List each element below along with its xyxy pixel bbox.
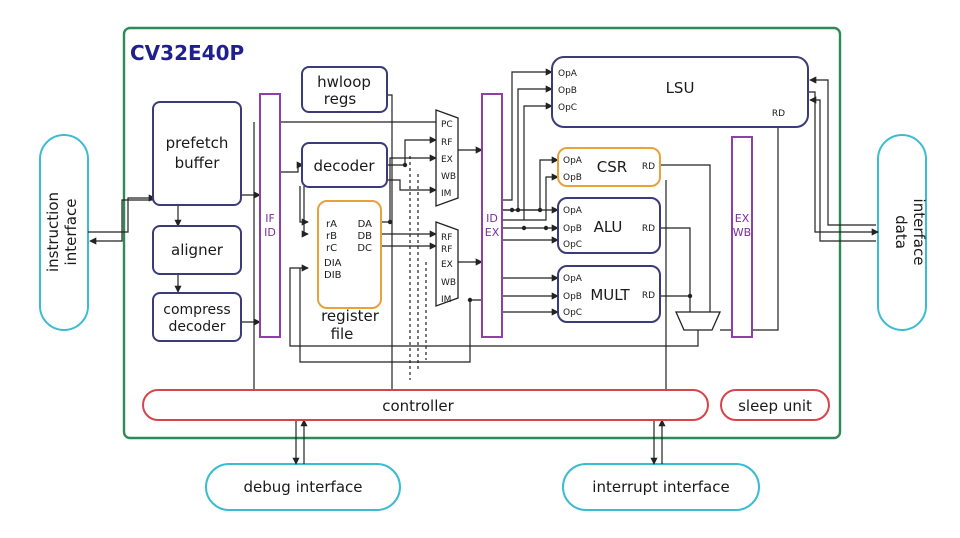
svg-text:RD: RD	[642, 291, 655, 301]
id-ex-pipeline-register: ID EX	[481, 93, 503, 338]
svg-text:MULT: MULT	[590, 286, 630, 304]
svg-text:WB: WB	[441, 278, 456, 288]
svg-text:RF: RF	[441, 245, 452, 255]
svg-text:OpC: OpC	[558, 103, 577, 113]
svg-text:file: file	[331, 325, 354, 343]
instruction-interface: instruction interface	[39, 134, 89, 331]
svg-text:aligner: aligner	[171, 241, 224, 259]
wires	[88, 68, 879, 465]
svg-text:CSR: CSR	[597, 158, 627, 176]
svg-text:ALU: ALU	[594, 218, 623, 236]
prefetch-buffer: prefetch buffer	[152, 101, 242, 206]
decoder: decoder	[301, 142, 388, 188]
svg-text:EX: EX	[441, 155, 453, 165]
svg-text:EX: EX	[485, 226, 500, 239]
alu: ALU OpA OpB OpC RD	[557, 197, 661, 254]
svg-text:data: data	[892, 215, 910, 249]
svg-text:DIB: DIB	[324, 270, 342, 281]
register-file: rA rB rC DIA DIB DA DB DC register file	[317, 200, 382, 343]
data-interface: data interface	[877, 134, 928, 331]
aligner: aligner	[152, 225, 242, 275]
operand-mux-a: PC RF EX WB IM	[435, 109, 459, 207]
svg-text:interrupt interface: interrupt interface	[592, 478, 729, 496]
svg-text:OpB: OpB	[558, 86, 577, 96]
svg-text:OpA: OpA	[563, 156, 583, 166]
svg-text:decoder: decoder	[313, 157, 375, 175]
svg-text:OpA: OpA	[558, 69, 578, 79]
svg-text:RD: RD	[642, 224, 655, 234]
ex-wb-pipeline-register: EX WB	[731, 136, 753, 338]
svg-text:OpC: OpC	[563, 308, 582, 318]
svg-text:DC: DC	[357, 243, 372, 254]
svg-text:EX: EX	[735, 212, 750, 225]
svg-text:RF: RF	[441, 233, 452, 243]
svg-text:rA: rA	[326, 219, 337, 230]
if-id-pipeline-register: IF ID	[259, 93, 281, 338]
svg-text:hwloop: hwloop	[317, 73, 371, 91]
sleep-unit: sleep unit	[720, 389, 830, 421]
debug-interface: debug interface	[205, 463, 401, 511]
interrupt-interface: interrupt interface	[562, 463, 760, 511]
wire-junctions	[387, 162, 693, 303]
svg-text:register: register	[321, 307, 380, 325]
svg-text:sleep unit: sleep unit	[738, 397, 812, 415]
lsu: LSU OpA OpB OpC RD	[551, 56, 809, 128]
svg-text:PC: PC	[441, 120, 453, 130]
svg-text:DB: DB	[357, 231, 372, 242]
svg-text:IF: IF	[265, 212, 275, 225]
csr: CSR OpA OpB RD	[557, 147, 661, 187]
svg-text:instruction: instruction	[44, 192, 62, 272]
svg-text:WB: WB	[441, 172, 456, 182]
svg-text:DA: DA	[358, 219, 373, 230]
svg-text:OpA: OpA	[563, 206, 583, 216]
svg-text:controller: controller	[382, 397, 454, 415]
svg-text:OpA: OpA	[563, 274, 583, 284]
svg-text:WB: WB	[733, 226, 751, 239]
svg-text:OpC: OpC	[563, 240, 582, 250]
svg-text:ID: ID	[264, 226, 276, 239]
svg-text:prefetch: prefetch	[166, 134, 229, 152]
svg-text:debug interface: debug interface	[244, 478, 363, 496]
svg-text:LSU: LSU	[666, 79, 695, 97]
svg-text:decoder: decoder	[168, 319, 225, 335]
svg-text:OpB: OpB	[563, 224, 582, 234]
svg-text:interface: interface	[62, 199, 80, 266]
svg-text:EX: EX	[441, 260, 453, 270]
svg-text:IM: IM	[441, 295, 451, 305]
core-title: CV32E40P	[130, 41, 244, 65]
svg-text:RD: RD	[772, 109, 785, 119]
writeback-mux	[674, 311, 722, 331]
svg-text:compress: compress	[163, 302, 230, 318]
svg-text:ID: ID	[486, 212, 498, 225]
svg-text:rC: rC	[326, 243, 337, 254]
svg-text:RF: RF	[441, 138, 452, 148]
svg-text:buffer: buffer	[175, 154, 221, 172]
svg-text:OpB: OpB	[563, 173, 582, 183]
svg-text:RD: RD	[642, 162, 655, 172]
svg-text:regs: regs	[324, 90, 357, 108]
controller: controller	[142, 389, 709, 421]
svg-text:IM: IM	[441, 189, 451, 199]
svg-text:rB: rB	[326, 231, 337, 242]
svg-text:OpB: OpB	[563, 292, 582, 302]
core-boundary	[122, 26, 842, 440]
svg-text:interface: interface	[910, 199, 928, 266]
hwloop-regs: hwloop regs	[301, 66, 388, 113]
compress-decoder: compress decoder	[152, 292, 242, 342]
svg-text:DIA: DIA	[324, 258, 342, 269]
operand-mux-b: RF RF EX WB IM	[435, 221, 459, 307]
mult: MULT OpA OpB OpC RD	[557, 265, 661, 323]
